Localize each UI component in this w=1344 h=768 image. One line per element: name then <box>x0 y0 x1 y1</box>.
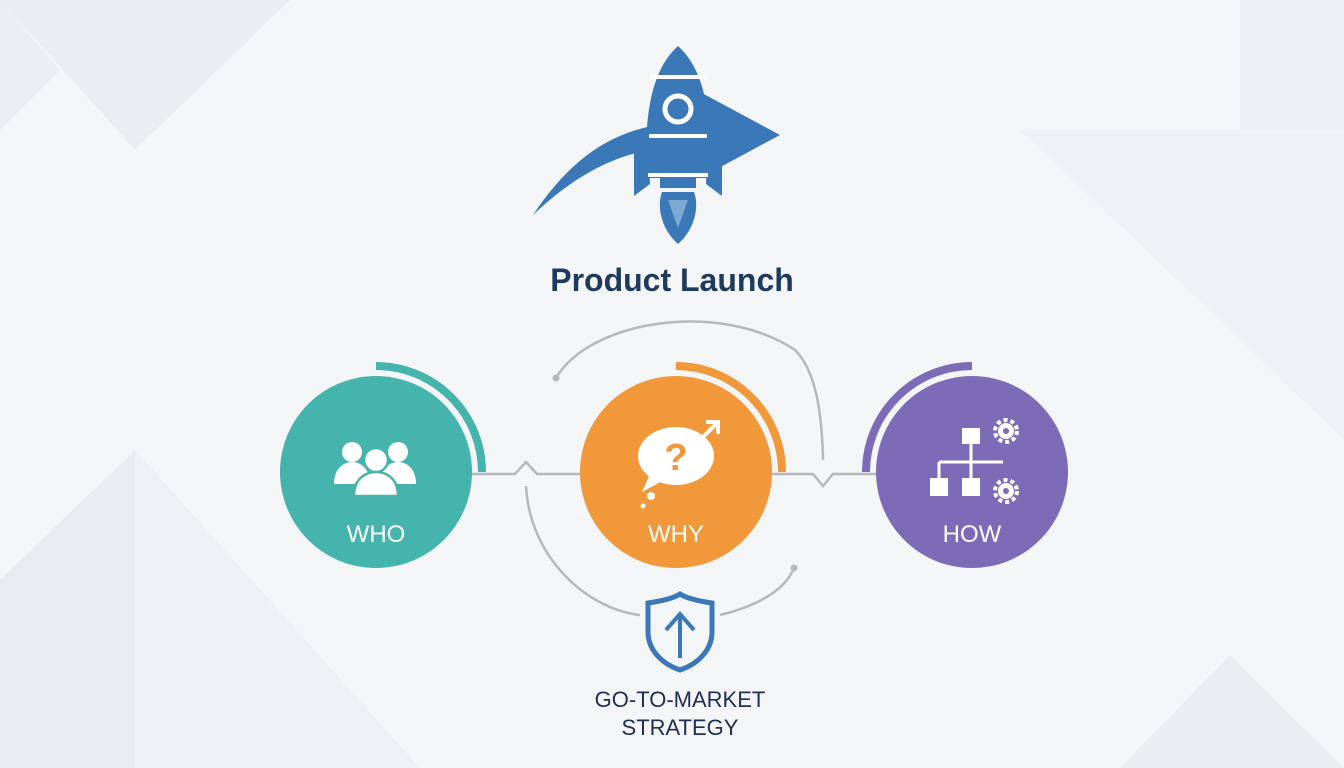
strategy-label: GO-TO-MARKET STRATEGY <box>560 686 800 742</box>
how-node <box>862 362 1068 568</box>
svg-text:?: ? <box>664 437 687 479</box>
how-progress-arc <box>862 362 973 473</box>
shield-arrow-up-icon <box>645 590 715 673</box>
connector-lines <box>470 320 878 617</box>
page-title: Product Launch <box>550 262 794 298</box>
who-node <box>280 362 486 568</box>
users-icon <box>334 442 416 498</box>
connector-dot <box>790 564 798 572</box>
question-speech-bubble-icon: ? <box>638 420 720 509</box>
org-chart-gears-icon <box>930 418 1019 504</box>
connector-dot <box>552 374 560 382</box>
strategy-label-line2: STRATEGY <box>621 715 739 740</box>
who-progress-arc <box>375 362 486 473</box>
why-progress-arc <box>675 362 786 473</box>
who-label: WHO <box>346 521 406 548</box>
strategy-label-line1: GO-TO-MARKET <box>594 687 766 712</box>
why-node: ? <box>580 362 786 568</box>
why-label: WHY <box>648 521 704 548</box>
how-label: HOW <box>942 521 1002 548</box>
rocket-icon <box>533 46 780 244</box>
